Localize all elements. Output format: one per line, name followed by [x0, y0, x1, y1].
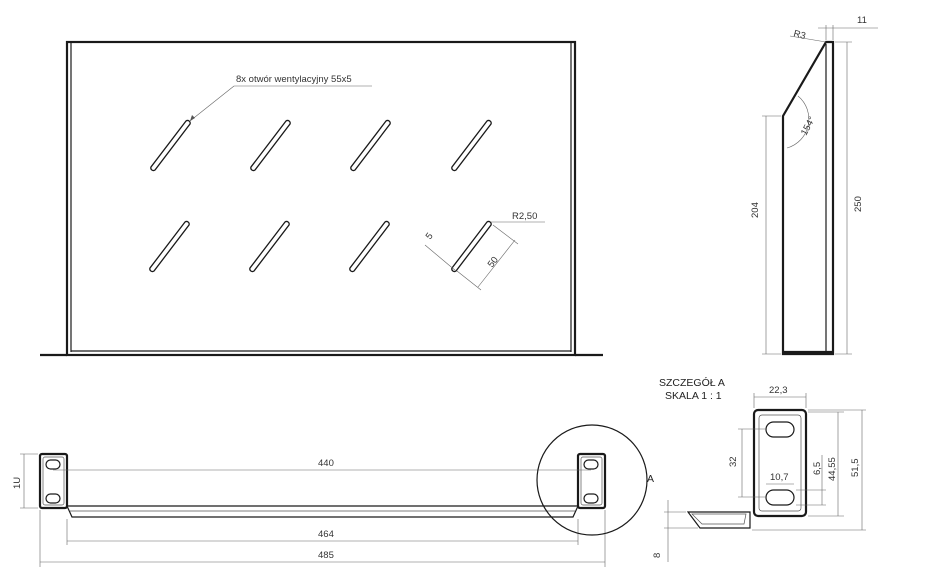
- detail-a-view: SZCZEGÓŁ A SKALA 1 : 1 22,3 32 10,7 6,5 …: [652, 376, 866, 562]
- front-1u-label: 1U: [12, 477, 23, 489]
- detail-a-circle: [536, 424, 648, 536]
- slot-length-ext-bottom: [456, 270, 482, 291]
- detail-10-label: 10,7: [770, 472, 789, 483]
- vent-slot: [349, 220, 390, 273]
- detail-tray-lip-inner: [691, 513, 747, 525]
- vent-slot: [451, 220, 492, 273]
- ventilation-slots: [149, 119, 492, 273]
- detail-51-label: 51,5: [850, 459, 861, 478]
- detail-22-label: 22,3: [769, 385, 788, 396]
- detail-scale: SKALA 1 : 1: [665, 390, 722, 402]
- front-bracket-right-inner: [580, 456, 603, 506]
- vent-slot: [250, 119, 291, 172]
- side-top-label: 11: [857, 15, 867, 26]
- front-bracket-left: [38, 452, 69, 510]
- vent-slot: [249, 220, 290, 273]
- front-bracket-right: [576, 452, 607, 510]
- detail-bracket-inner: [758, 414, 802, 512]
- slot-width-dim-line: [424, 244, 457, 272]
- detail-tray-lip: [686, 511, 751, 529]
- mount-hole: [583, 493, 599, 504]
- detail-a-marker: A: [647, 473, 654, 485]
- vent-slot: [150, 119, 191, 172]
- side-radius-label: R3: [792, 28, 807, 42]
- detail-32-label: 32: [728, 456, 739, 467]
- vent-slot: [149, 220, 190, 273]
- front-view: 440 464 485 1U A: [12, 424, 654, 567]
- vent-note-arrow: [190, 115, 195, 121]
- detail-44-label: 44,55: [827, 457, 838, 481]
- side-profile-outline: [781, 40, 835, 356]
- detail-hole-bottom: [765, 489, 795, 506]
- top-view: 8x otwór wentylacyjny 55x5 R2,50 5 50: [40, 40, 603, 357]
- shelf-plate-outline: [65, 40, 577, 357]
- slot-length-label: 50: [486, 255, 501, 270]
- front-485-label: 485: [318, 550, 334, 561]
- side-204-label: 204: [750, 202, 761, 218]
- mount-hole: [583, 459, 599, 470]
- detail-title: SZCZEGÓŁ A: [659, 376, 725, 389]
- side-angle-arc: [786, 95, 810, 149]
- vent-note-leader: [189, 85, 235, 122]
- front-bracket-left-inner: [42, 456, 65, 506]
- mount-hole: [45, 459, 61, 470]
- detail-bracket-outline: [752, 408, 808, 518]
- slot-length-dim-line: [477, 239, 516, 288]
- side-radius-leader: [789, 35, 827, 43]
- detail-hole-top: [765, 421, 795, 438]
- slot-radius-label: R2,50: [512, 211, 537, 222]
- detail-6-label: 6,5: [812, 462, 823, 475]
- side-view: R3 11 154° 204 250: [750, 15, 878, 356]
- vent-note: 8x otwór wentylacyjny 55x5: [236, 74, 352, 85]
- front-440-label: 440: [318, 458, 334, 469]
- front-tray-lip: [66, 505, 579, 518]
- side-250-label: 250: [853, 196, 864, 212]
- vent-slot: [451, 119, 492, 172]
- side-angle-label: 154°: [799, 115, 818, 138]
- detail-8-label: 8: [652, 553, 663, 558]
- slot-width-label: 5: [424, 231, 436, 242]
- mount-hole: [45, 493, 61, 504]
- slot-length-ext-top: [492, 224, 519, 245]
- front-464-label: 464: [318, 529, 334, 540]
- vent-slot: [350, 119, 391, 172]
